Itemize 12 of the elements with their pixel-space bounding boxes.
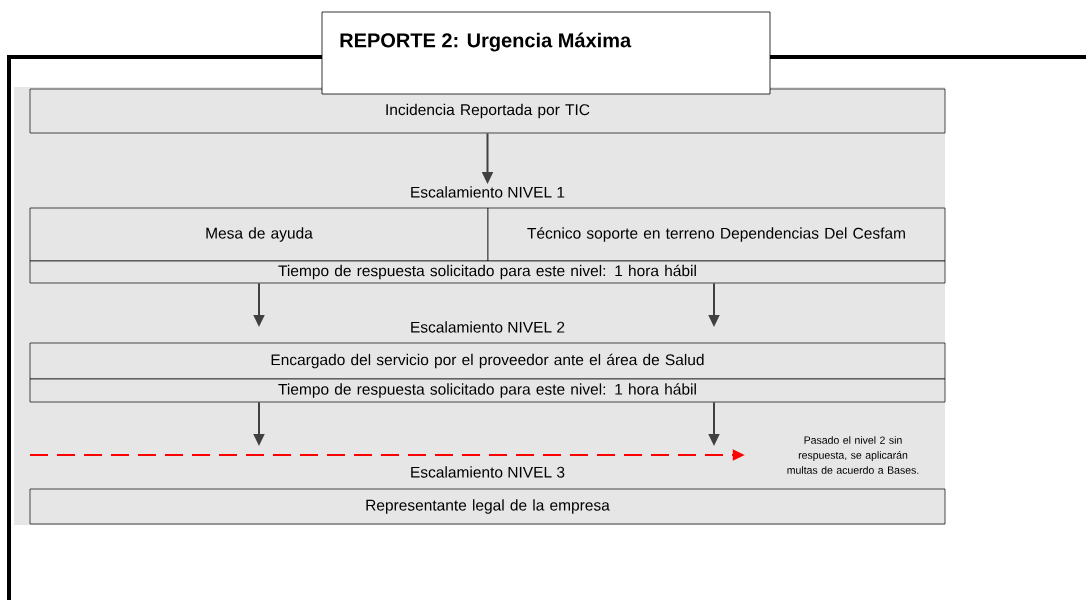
time-bar: Tiempo de respuesta solicitado para este nivel: 1 hora hábil xyxy=(29,260,946,284)
level-heading: Escalamiento NIVEL 3 xyxy=(411,466,565,478)
time-bar: Tiempo de respuesta solicitado para este nivel: 1 hora hábil xyxy=(29,378,946,403)
process-box: Incidencia Reportada por TIC xyxy=(29,88,946,134)
process-box: Mesa de ayuda xyxy=(29,207,489,262)
title-box: REPORTE 2: Urgencia Máxima xyxy=(321,11,771,95)
level-heading: Escalamiento NIVEL 2 xyxy=(411,321,565,333)
level-heading: Escalamiento NIVEL 1 xyxy=(411,186,565,198)
process-box: Representante legal de la empresa xyxy=(29,488,946,525)
process-box: Encargado del servicio por el proveedor ante el área de Salud xyxy=(29,342,946,380)
process-box: Técnico soporte en terreno Dependencias Del Cesfam xyxy=(487,207,946,262)
note-text: Pasado el nivel 2 sin respuesta, se aplicarán multas de acuerdo a Bases. xyxy=(787,436,919,474)
